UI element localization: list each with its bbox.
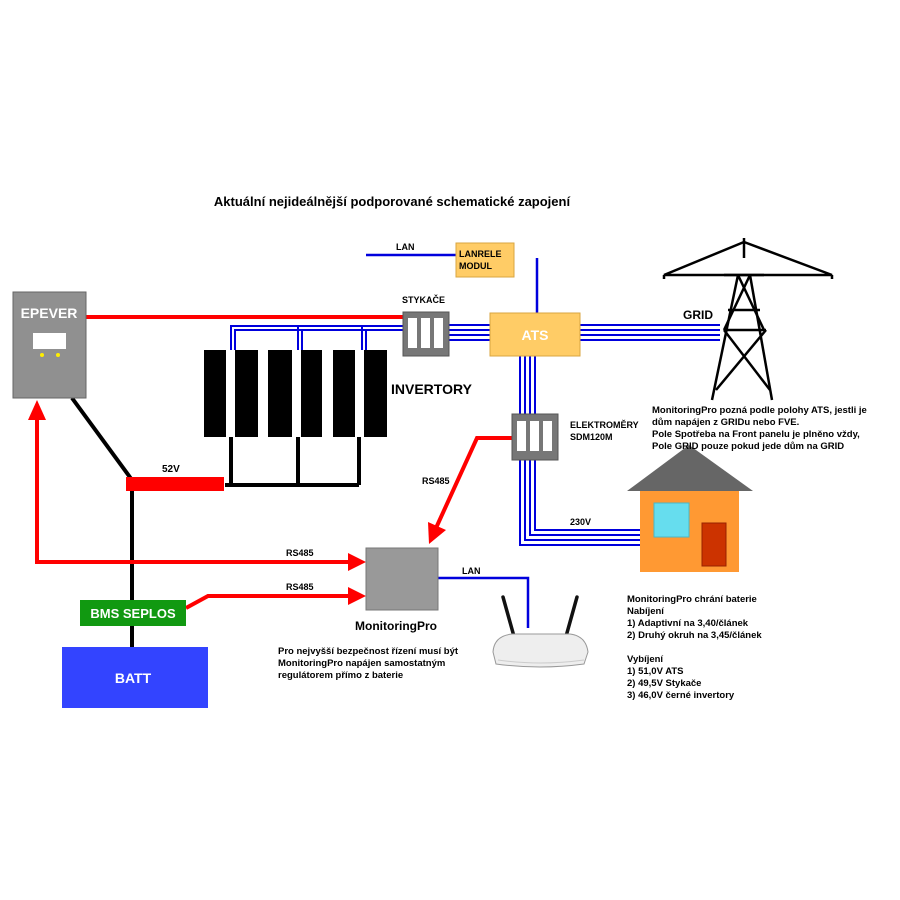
lan-top-label: LAN <box>396 242 415 252</box>
diagram-title: Aktuální nejideálnější podporované schem… <box>214 194 571 209</box>
ats-note-line: dům napájen z GRIDu nebo FVE. <box>652 417 800 428</box>
battery-box <box>62 647 208 708</box>
battery-note-line: MonitoringPro chrání baterie <box>627 594 757 605</box>
battery-note-line: Nabíjení <box>627 606 664 617</box>
rs485-elektromery-wire <box>434 436 512 529</box>
lan-bottom-label: LAN <box>462 566 481 576</box>
battery-protection-note: MonitoringPro chrání baterie Nabíjení 1)… <box>627 594 762 702</box>
busbar-52v <box>126 477 224 491</box>
rs485-bms-wire <box>185 594 350 610</box>
ats-note-line: Pole Spotřeba na Front panelu je plněno … <box>652 429 860 440</box>
ats-grid-wires <box>580 324 720 341</box>
ats-switch <box>489 312 581 357</box>
elektromery-label-2: SDM120M <box>570 432 613 442</box>
grid-label: GRID <box>683 308 713 322</box>
stykace-ats-wires <box>449 324 490 341</box>
rs485-epever-wire <box>35 420 350 564</box>
router-icon <box>492 595 589 668</box>
bms-seplos-box <box>80 600 186 626</box>
power-note-line: regulátorem přímo z baterie <box>278 670 404 681</box>
dc-wiring <box>70 396 361 648</box>
power-supply-note: Pro nejvyšší bezpečnost řízení musí být … <box>278 646 458 682</box>
power-note-line: MonitoringPro napájen samostatným <box>278 658 446 669</box>
ats-note-line: MonitoringPro pozná podle polohy ATS, je… <box>652 405 867 416</box>
elektromery-house-wires <box>519 460 640 546</box>
stykace-breaker <box>402 311 450 357</box>
rs485-label-bms: RS485 <box>286 582 314 592</box>
ats-label: ATS <box>522 327 549 343</box>
ats-note: MonitoringPro pozná podle polohy ATS, je… <box>652 405 867 453</box>
rs485-epever-arrow-up <box>28 400 46 420</box>
rs485-label-epever: RS485 <box>286 548 314 558</box>
battery-note-line: 2) 49,5V Stykače <box>627 678 702 689</box>
battery-note-line: Vybíjení <box>627 654 664 665</box>
epever-label: EPEVER <box>21 305 78 321</box>
rs485-epever-arrow-right <box>348 553 366 571</box>
lanrele-label-2: MODUL <box>459 261 492 271</box>
lanrele-label-1: LANRELE <box>459 249 502 259</box>
v230-label: 230V <box>570 517 591 527</box>
rs485-label-elektromery: RS485 <box>422 476 450 486</box>
busbar-52v-label: 52V <box>162 464 180 475</box>
ats-note-line: Pole GRID pouze pokud jede dům na GRID <box>652 441 845 452</box>
ats-elektromery-wires <box>519 356 536 414</box>
battery-note-line: 1) Adaptivní na 3,40/článek <box>627 618 749 629</box>
rs485-elektromery-arrow <box>428 522 446 544</box>
elektromery-label-1: ELEKTROMĚRY <box>570 419 639 430</box>
epever-led-2 <box>56 353 60 357</box>
elektromery-meter <box>511 413 559 461</box>
monitoringpro-label: MonitoringPro <box>355 619 437 633</box>
lanrele-module <box>455 242 515 278</box>
epever-display <box>33 333 66 349</box>
battery-note-line: 2) Druhý okruh na 3,45/článek <box>627 630 762 641</box>
monitoringpro-box <box>365 547 439 611</box>
epever-led-1 <box>40 353 44 357</box>
inverter-3 <box>333 350 387 437</box>
battery-note-line: 1) 51,0V ATS <box>627 666 684 677</box>
inverter-ac-bus <box>230 325 403 350</box>
bms-label: BMS SEPLOS <box>90 606 176 621</box>
house-icon <box>627 445 753 572</box>
batt-label: BATT <box>115 670 152 686</box>
invertory-label: INVERTORY <box>391 381 473 397</box>
lan-wire-bottom <box>438 576 530 628</box>
rs485-bms-arrow <box>348 587 366 605</box>
inverter-2 <box>268 350 322 437</box>
grid-pylon-icon <box>662 238 834 401</box>
power-note-line: Pro nejvyšší bezpečnost řízení musí být <box>278 646 459 657</box>
inverter-1 <box>204 350 258 437</box>
stykace-label: STYKAČE <box>402 294 445 305</box>
battery-note-line: 3) 46,0V černé invertory <box>627 690 735 701</box>
battery-note-line <box>627 642 762 654</box>
